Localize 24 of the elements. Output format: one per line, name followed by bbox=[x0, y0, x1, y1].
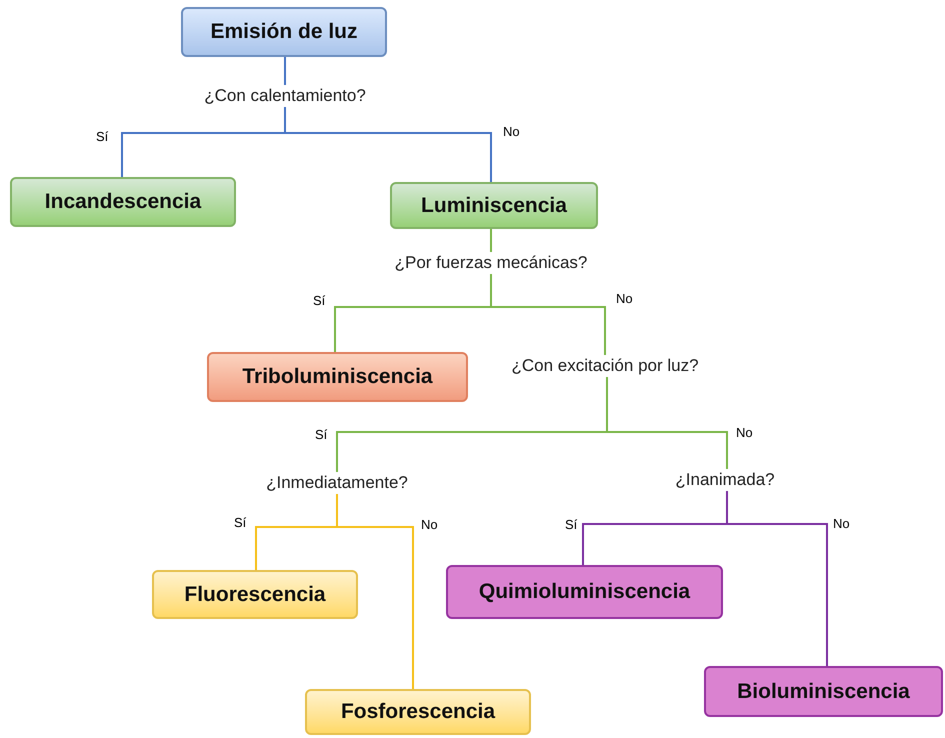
edge-label: Sí bbox=[96, 130, 108, 143]
category-box: Emisión de luz bbox=[181, 7, 387, 57]
category-box: Bioluminiscencia bbox=[704, 666, 943, 717]
edge-label: No bbox=[503, 125, 520, 138]
edge-label: Sí bbox=[234, 516, 246, 529]
connector-line bbox=[336, 494, 414, 689]
connector-line bbox=[284, 107, 492, 182]
category-box: Fosforescencia bbox=[305, 689, 531, 735]
edge-label: No bbox=[616, 292, 633, 305]
connector-line bbox=[284, 57, 286, 85]
category-box: Triboluminiscencia bbox=[207, 352, 468, 402]
edge-label: Sí bbox=[315, 428, 328, 441]
category-box: Incandescencia bbox=[10, 177, 236, 227]
category-box: Quimioluminiscencia bbox=[446, 565, 723, 619]
category-box: Luminiscencia bbox=[390, 182, 598, 229]
edge-label: No bbox=[421, 518, 438, 531]
edge-label: Sí bbox=[313, 294, 326, 307]
category-box: Fluorescencia bbox=[152, 570, 358, 619]
edge-label: No bbox=[833, 517, 850, 530]
edge-label: Sí bbox=[565, 518, 578, 531]
connector-line bbox=[490, 274, 606, 355]
connector-line bbox=[490, 229, 492, 252]
connector-line bbox=[726, 491, 828, 666]
edge-label: No bbox=[736, 426, 753, 439]
